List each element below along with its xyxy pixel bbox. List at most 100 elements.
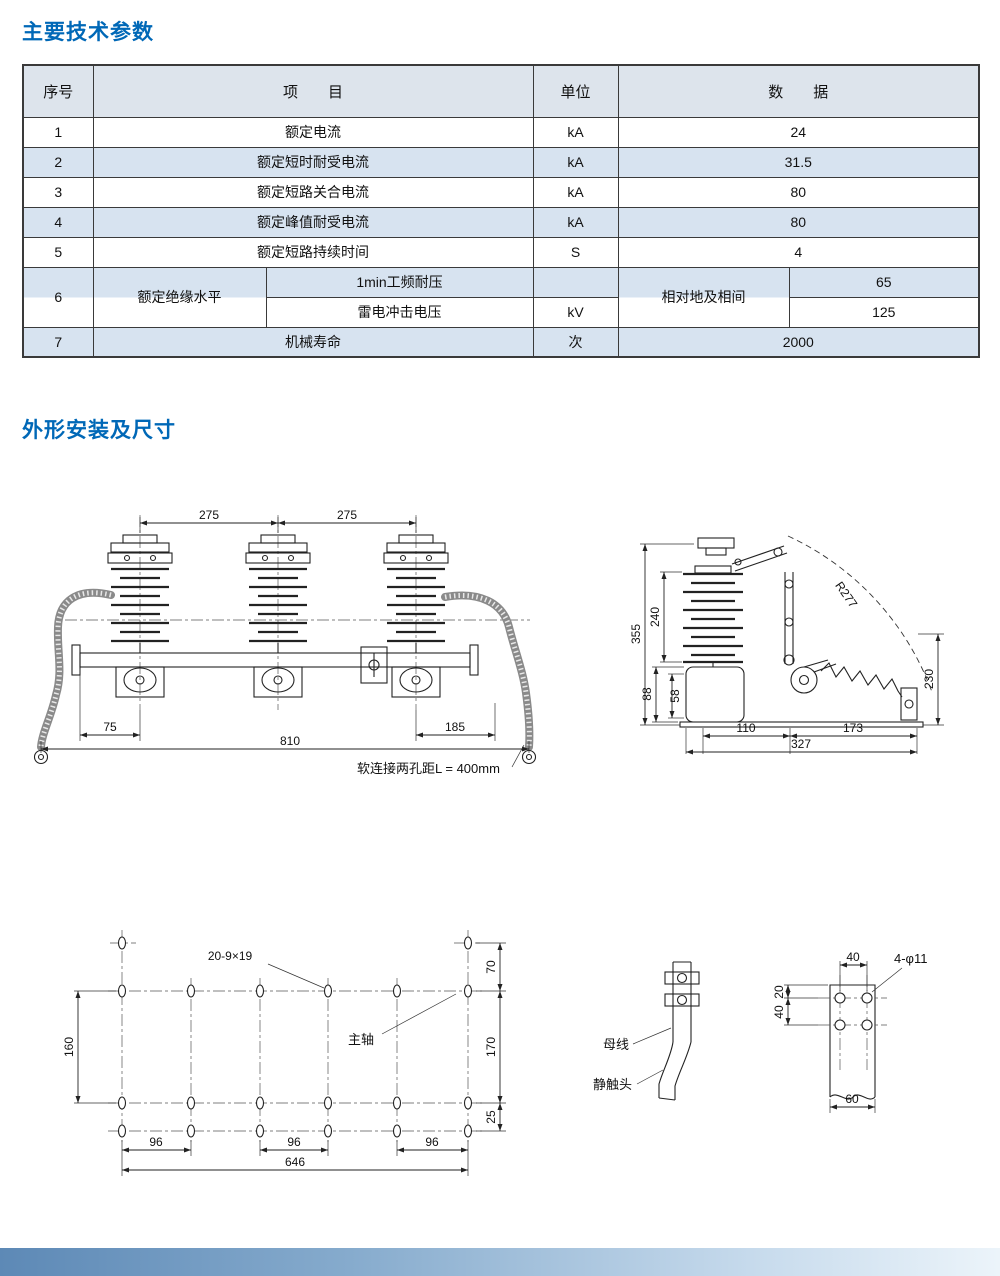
dim-label-40: 40: [772, 1005, 786, 1019]
dim-label-20: 20: [772, 985, 786, 999]
dim-label-160: 160: [62, 1037, 76, 1057]
cell-unit: S: [532, 236, 619, 268]
dim-label-327: 327: [791, 737, 811, 751]
cell-data: 24: [617, 116, 980, 148]
cell-data: 4: [617, 236, 980, 268]
cell-unit: kA: [532, 146, 619, 178]
col-header-data: 数 据: [617, 64, 980, 118]
cell-unit: kA: [532, 176, 619, 208]
dim-label-r277: R277: [832, 579, 860, 611]
page-title-technical-parameters: 主要技术参数: [22, 21, 154, 44]
cell-no: 1: [22, 116, 94, 148]
cell-item: 额定峰值耐受电流: [92, 206, 534, 238]
table-row-6b: 雷电冲击电压 kV 125: [23, 296, 980, 328]
cell-item: 额定电流: [92, 116, 534, 148]
dim-label-75: 75: [103, 720, 117, 734]
dim-label-810: 810: [280, 734, 300, 748]
cell-data: 2000: [617, 326, 980, 358]
dim-label-58: 58: [668, 689, 682, 703]
cell-unit: kA: [532, 206, 619, 238]
table-row-6a: 6 额定绝缘水平 1min工频耐压 相对地及相间 65: [22, 266, 980, 328]
dim-label-185: 185: [445, 720, 465, 734]
table-row: 4 额定峰值耐受电流 kA 80: [22, 206, 980, 238]
dim-label-40-pitch: 40: [846, 950, 860, 964]
side-view-part: [679, 535, 933, 728]
dim-label-96b: 96: [287, 1135, 301, 1149]
cell-subitem-lightning-impulse: 雷电冲击电压: [265, 296, 534, 328]
flexible-connector-note: 软连接两孔距L = 400mm: [357, 761, 500, 776]
dim-label-646: 646: [285, 1155, 305, 1169]
center-lines: [65, 515, 530, 710]
cell-item: 机械寿命: [92, 326, 534, 358]
cell-no: 3: [22, 176, 94, 208]
table-row: 2 额定短时耐受电流 kA 31.5: [22, 146, 980, 178]
cell-no: 2: [22, 146, 94, 178]
cell-data: 31.5: [617, 146, 980, 178]
cell-item: 额定短路关合电流: [92, 176, 534, 208]
pole-insulator-3: [383, 534, 449, 698]
mounting-plate-drawing: 20-9×19 主轴 70 170 25 160: [62, 930, 506, 1176]
dimensions: 275 275 75 185 810 软连接两孔距L = 400mm: [40, 508, 530, 776]
cell-no: 5: [22, 236, 94, 268]
page-title-outline-dimensions: 外形安装及尺寸: [22, 419, 176, 442]
parameters-table: 序号 项 目 单位 数 据 1 额定电流 kA 24 2 额定短时耐受电流 kA…: [22, 64, 981, 358]
table-header-row: 序号 项 目 单位 数 据: [22, 64, 980, 118]
cell-item-insulation-level: 额定绝缘水平: [92, 266, 267, 328]
col-header-item: 项 目: [92, 64, 534, 118]
cell-unit: kV: [532, 296, 619, 328]
mounting-frame: [71, 644, 479, 684]
cell-data-scope: 相对地及相间: [617, 266, 790, 328]
dim-label-275-right: 275: [337, 508, 357, 522]
dim-label-70: 70: [484, 960, 498, 974]
table-row: 7 机械寿命 次 2000: [22, 326, 980, 358]
static-contact-label: 静触头: [593, 1077, 632, 1092]
cell-no: 7: [22, 326, 94, 358]
cell-no: 6: [22, 266, 94, 328]
labels-and-dimensions: 20-9×19 主轴 70 170 25 160: [62, 942, 506, 1176]
contact-part: [658, 961, 700, 1101]
pole-insulator-2: [245, 534, 311, 698]
col-header-no: 序号: [22, 64, 94, 118]
cell-item: 额定短时耐受电流: [92, 146, 534, 178]
dim-label-25: 25: [484, 1110, 498, 1124]
col-header-unit: 单位: [532, 64, 619, 118]
static-contact-drawing: 母线 静触头: [593, 961, 700, 1101]
dim-label-88: 88: [640, 687, 654, 701]
dim-label-240: 240: [648, 607, 662, 627]
cell-item: 额定短路持续时间: [92, 236, 534, 268]
cell-no: 4: [22, 206, 94, 238]
cell-unit: kA: [532, 116, 619, 148]
dim-label-96a: 96: [149, 1135, 163, 1149]
center-lines: [108, 930, 482, 1142]
dim-label-275-left: 275: [199, 508, 219, 522]
hole-pattern-drawing: 40 4-φ11 20 40 60: [772, 950, 927, 1113]
dim-label-96c: 96: [425, 1135, 439, 1149]
flexible-connector-left: [33, 588, 115, 765]
busbar-label: 母线: [603, 1037, 629, 1052]
dim-label-230: 230: [922, 669, 936, 689]
table-row: 1 额定电流 kA 24: [22, 116, 980, 148]
cell-subitem-power-frequency: 1min工频耐压: [265, 266, 534, 298]
footer-gradient-bar: [0, 1248, 1000, 1276]
dim-label-355: 355: [629, 624, 643, 644]
labels: 母线 静触头: [593, 1027, 672, 1092]
flexible-connector-right: [441, 591, 537, 765]
main-shaft-label: 主轴: [348, 1032, 374, 1047]
dim-label-60: 60: [845, 1092, 859, 1106]
dim-label-110: 110: [736, 721, 755, 735]
cell-unit: 次: [532, 326, 619, 358]
pole-insulator-1: [107, 534, 173, 698]
dim-label-173: 173: [843, 721, 863, 735]
dim-label-170: 170: [484, 1037, 498, 1057]
cell-unit-spacer: [532, 266, 619, 298]
cell-data: 80: [617, 176, 980, 208]
cell-value: 65: [788, 266, 980, 298]
slot-count-label: 20-9×19: [208, 949, 253, 963]
cell-value: 125: [788, 296, 980, 328]
hole-count-label: 4-φ11: [894, 951, 927, 966]
plate-outline: [818, 975, 887, 1100]
dimensions: 40 4-φ11 20 40 60: [772, 950, 927, 1113]
side-view-drawing: 355 240 88 58 R277 230 110 173 327: [629, 535, 944, 755]
front-view-drawing: 275 275 75 185 810 软连接两孔距L = 400mm: [33, 508, 537, 776]
